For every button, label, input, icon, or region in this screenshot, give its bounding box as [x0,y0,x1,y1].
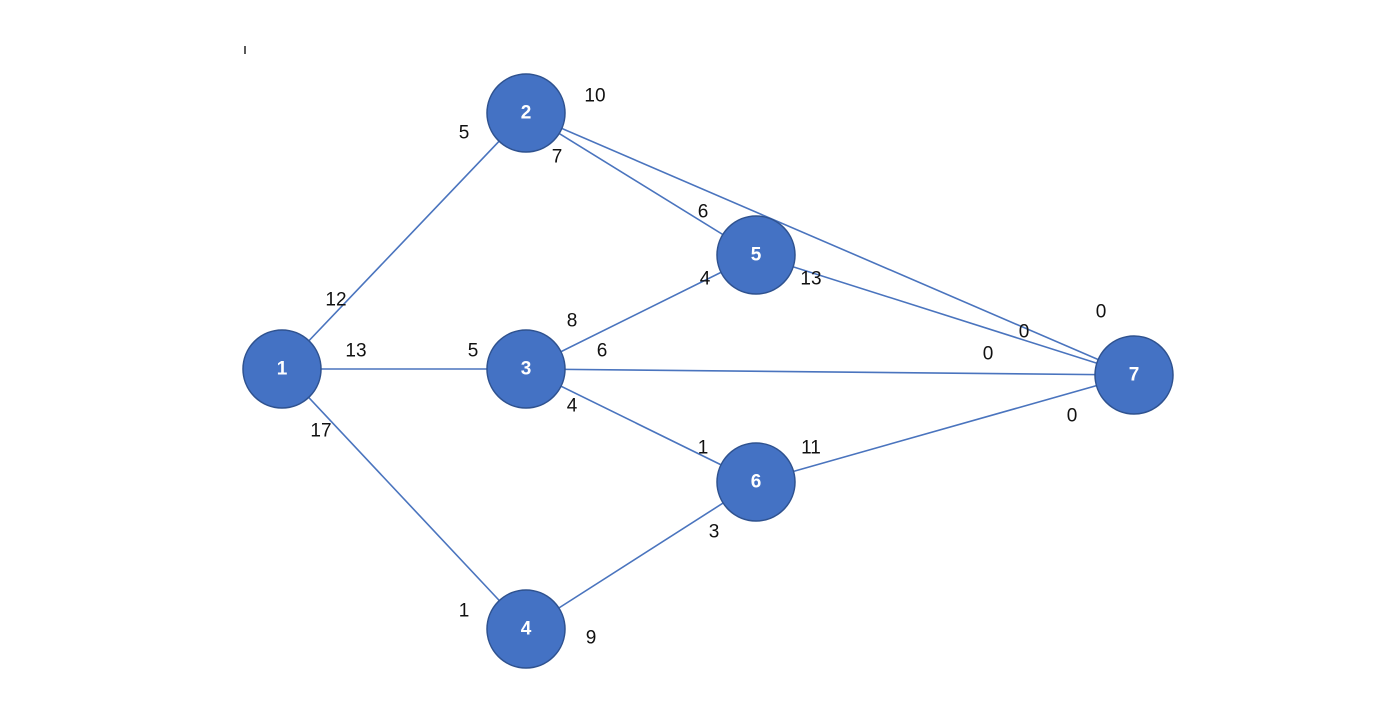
edges-layer [281,112,1135,630]
node-7-circle [1094,335,1174,415]
edge-3-5-from-weight: 8 [567,311,578,332]
edge-1-3-from-weight: 13 [345,341,366,362]
node-6-label: 6 [751,472,762,493]
edge-6-7-to-weight: 0 [1067,406,1078,427]
edge-2-5-from-weight: 7 [552,147,563,168]
edge-3-7-to-weight: 0 [983,344,994,365]
edge-1-2-from-weight: 12 [325,290,346,311]
edge-2-7-from-weight: 10 [584,86,605,107]
edge-1-4 [281,368,527,630]
node-5: 5 [716,215,796,295]
node-4: 4 [486,589,566,669]
edge-3-6 [525,368,757,483]
edge-5-7-to-weight: 0 [1019,322,1030,343]
edge-6-7-from-weight: 11 [801,438,821,459]
edge-4-6-to-weight: 3 [709,522,720,543]
node-3: 3 [486,329,566,409]
edge-3-6-from-weight: 4 [567,396,578,417]
node-7: 7 [1094,335,1174,415]
edge-3-7 [525,368,1135,376]
node-5-label: 5 [751,245,762,266]
node-4-label: 4 [521,619,532,640]
edge-4-6-from-weight: 9 [586,628,597,649]
node-3-label: 3 [521,359,532,380]
node-6: 6 [716,442,796,522]
edge-1-3-to-weight: 5 [468,341,479,362]
edge-3-7-from-weight: 6 [597,341,608,362]
edge-5-7 [755,254,1135,376]
node-6-circle [716,442,796,522]
node-3-circle [486,329,566,409]
edge-1-2 [281,112,527,370]
node-5-circle [716,215,796,295]
node-2-circle [486,73,566,153]
edge-2-5-to-weight: 6 [698,202,709,223]
edge-1-2-to-weight: 5 [459,123,470,144]
edge-2-7-to-weight: 0 [1096,302,1107,323]
edge-3-5-to-weight: 4 [700,269,711,290]
node-1-label: 1 [277,359,288,380]
node-4-circle [486,589,566,669]
node-2-label: 2 [521,103,532,124]
edge-4-6 [525,481,757,630]
edge-3-6-to-weight: 1 [698,438,709,459]
edge-1-4-to-weight: 1 [459,601,470,622]
edge-5-7-from-weight: 13 [800,269,821,290]
node-1: 1 [242,329,322,409]
node-1-circle [242,329,322,409]
edge-2-7 [525,112,1135,376]
node-7-label: 7 [1129,365,1140,386]
edge-2-5 [525,112,757,256]
edge-3-5 [525,254,757,370]
node-2: 2 [486,73,566,153]
edge-6-7 [755,374,1135,483]
edge-1-4-from-weight: 17 [310,421,331,442]
